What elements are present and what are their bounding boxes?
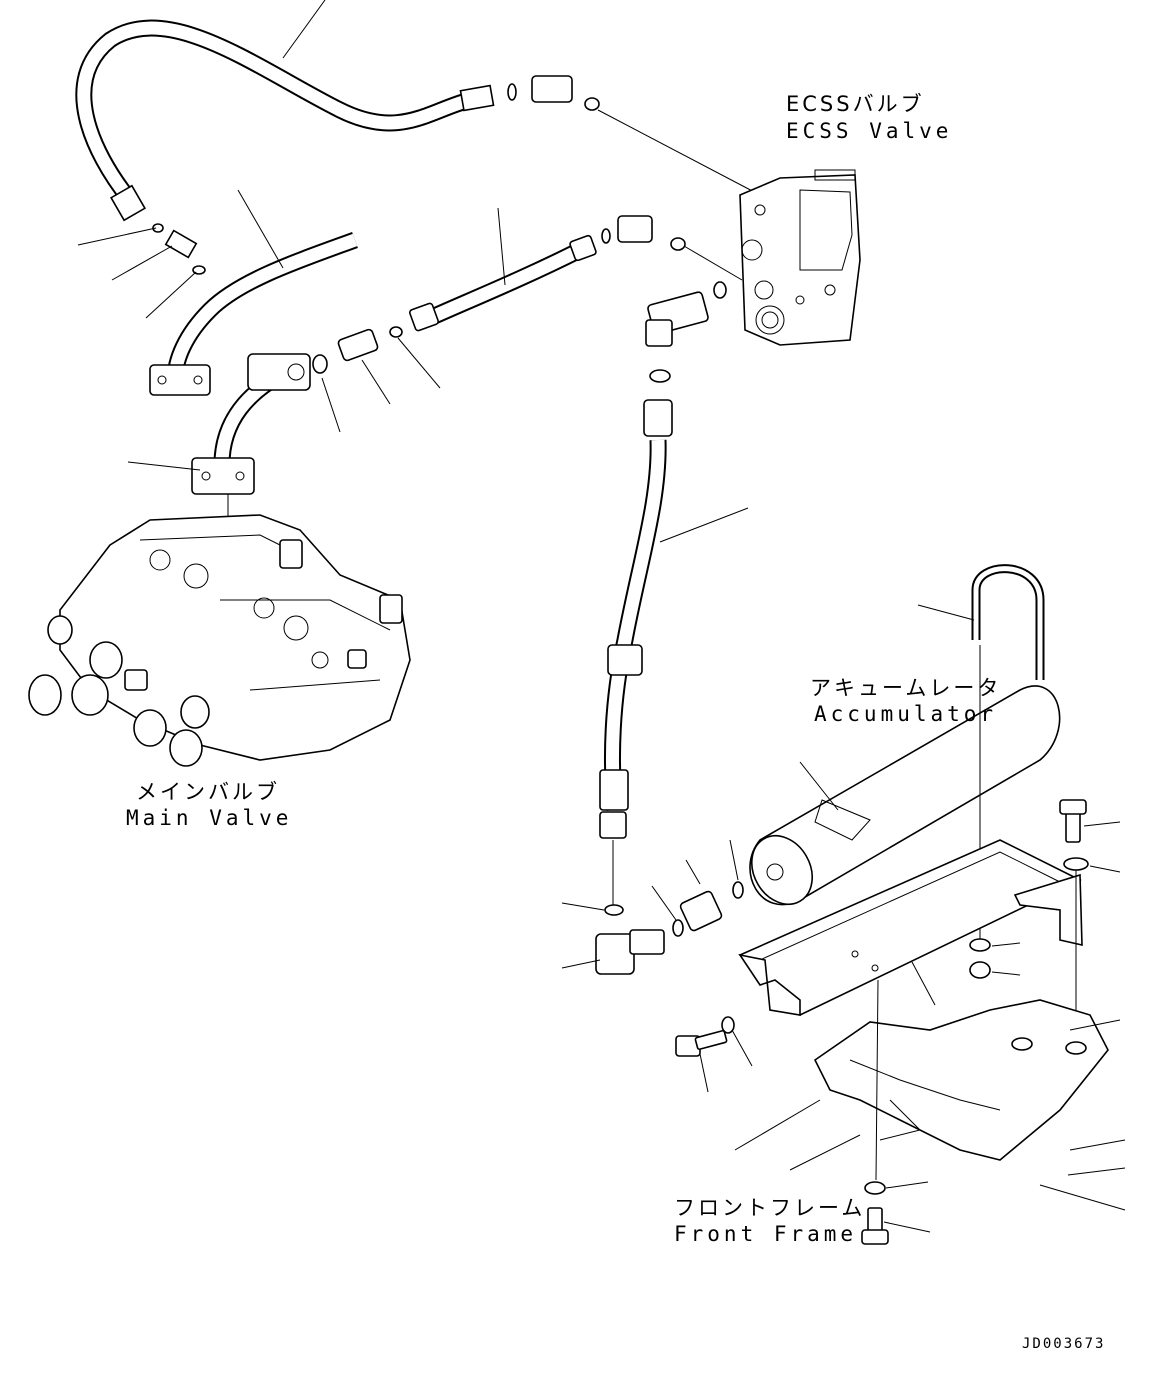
main-valve-body xyxy=(28,514,411,767)
accumulator-label-en: Accumulator xyxy=(814,702,998,726)
pipe-main-valve xyxy=(191,353,311,495)
main-valve-label-jp: メインバルブ xyxy=(136,780,280,804)
ecss-elbow-fitting xyxy=(645,281,727,383)
leader-line-nut-mid xyxy=(991,971,1021,976)
accumulator xyxy=(749,685,1061,906)
u-bolt xyxy=(971,564,1045,680)
ecss-valve-body xyxy=(739,169,861,346)
elbow-hose-left xyxy=(149,232,358,396)
leader-line-elbow xyxy=(561,959,601,969)
leader-line-top-hose xyxy=(282,0,326,59)
leader-line-middle-hose xyxy=(497,207,506,286)
leader-line-oring-d xyxy=(651,885,677,921)
leader-line-frame-bolt xyxy=(883,1221,931,1233)
main-valve-label-en: Main Valve xyxy=(126,806,293,830)
leader-line-washer-right xyxy=(1089,865,1121,873)
leader-line-lower-bolt xyxy=(699,1053,709,1093)
leader-line-adapter xyxy=(685,859,701,885)
leader-line-ecss-oring xyxy=(597,109,761,196)
leader-line-u-bolt xyxy=(917,604,975,621)
top-hose-fittings xyxy=(507,75,600,111)
lower-fittings xyxy=(595,881,744,975)
front-frame-label-en: Front Frame xyxy=(674,1222,858,1246)
lower-bolt xyxy=(675,1016,735,1057)
document-id: JD003673 xyxy=(1022,1336,1106,1352)
leader-line-pipe xyxy=(127,461,201,471)
leader-line-vertical-hose xyxy=(659,507,749,543)
vertical-hose xyxy=(599,399,673,839)
leader-line-bracket xyxy=(911,961,936,1006)
leader-line-oring-e xyxy=(729,839,739,881)
leader-line-accumulator-label xyxy=(799,761,839,811)
accumulator-label-jp: アキュームレータ xyxy=(810,676,1002,700)
leader-line-frame-washer xyxy=(885,1181,929,1189)
leader-line-elbow-hose xyxy=(237,189,284,269)
leader-line-fitting-a xyxy=(361,359,391,405)
leader-line-oring-b xyxy=(397,337,441,389)
front-frame xyxy=(734,999,1126,1245)
leader-line-ecss-port xyxy=(683,245,743,281)
leader-line-lower-washer xyxy=(731,1029,753,1067)
leader-line-frame-vertical xyxy=(875,979,879,1181)
leader-line-oring-a xyxy=(321,377,341,433)
ecss-valve-label-en: ECSS Valve xyxy=(786,119,953,143)
left-fitting-group xyxy=(77,223,206,319)
front-frame-label-jp: フロントフレーム xyxy=(674,1196,866,1220)
right-hardware xyxy=(969,799,1089,979)
accumulator-bracket xyxy=(738,839,1083,1016)
leader-line-washer-mid xyxy=(991,942,1021,947)
top-hose xyxy=(75,19,495,222)
ecss-valve-label-jp: ECSSバルブ xyxy=(786,92,925,116)
middle-hose xyxy=(312,215,686,374)
leader-line-oring-c xyxy=(561,902,605,911)
leader-line-bolt-right xyxy=(1083,821,1121,827)
